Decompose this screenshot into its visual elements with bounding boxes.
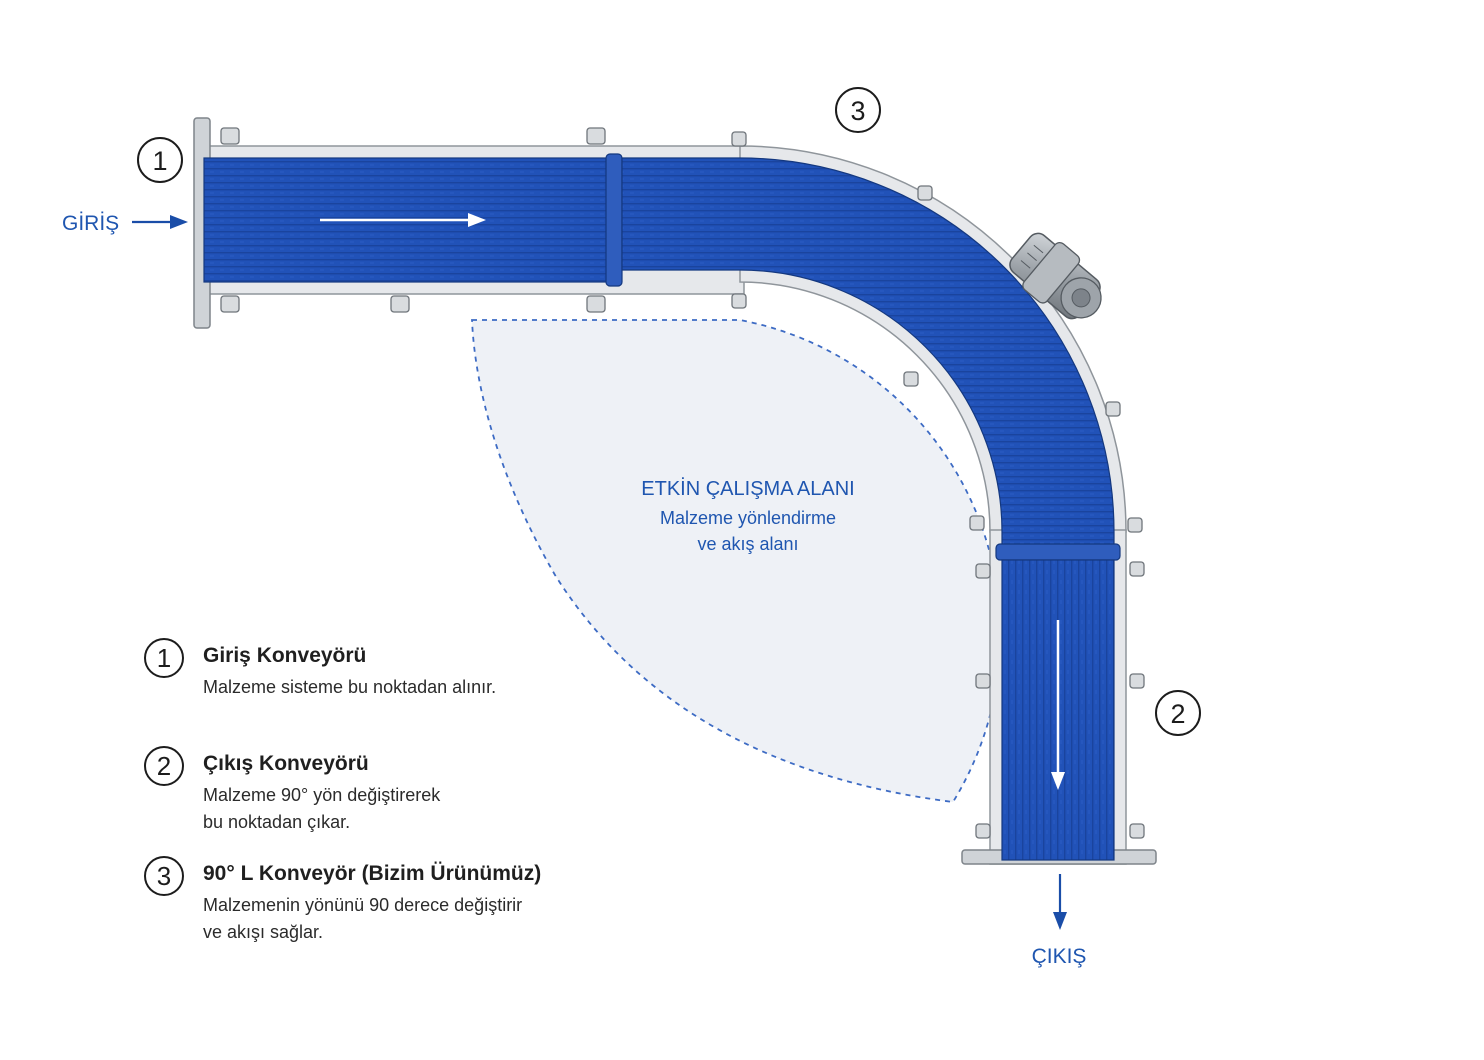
legend-description: Malzeme 90° yön değiştirerek bu noktadan… <box>203 785 441 832</box>
legend-description: Malzemenin yönünü 90 derece değiştirir v… <box>203 895 523 942</box>
flow-arrow-icon <box>320 213 1065 790</box>
input-arrow-icon <box>132 215 188 229</box>
legend-number-badge: 3 <box>144 856 184 896</box>
mount-brackets <box>220 127 1145 839</box>
marker-2-number: 2 <box>1170 699 1185 729</box>
inlet-belt-joint <box>605 153 623 287</box>
work-area-line2: ve akış alanı <box>697 534 798 554</box>
marker-1: 1 <box>137 137 183 183</box>
legend-number-badge: 2 <box>144 746 184 786</box>
output-label: ÇIKIŞ <box>1032 945 1087 968</box>
outlet-belt-joint <box>995 543 1121 561</box>
legend-number-badge: 1 <box>144 638 184 678</box>
output-arrow-icon <box>1053 874 1067 930</box>
marker-1-number: 1 <box>152 146 167 176</box>
legend-title: Giriş Konveyörü <box>203 644 367 667</box>
legend-item-l-conveyor: 3 90° L Konveyör (Bizim Ürünümüz) Malzem… <box>140 854 600 962</box>
work-area-title: ETKİN ÇALIŞMA ALANI <box>641 477 854 500</box>
legend-title: 90° L Konveyör (Bizim Ürünümüz) <box>203 862 542 885</box>
legend-item-inlet: 1 Giriş Konveyörü Malzeme sisteme bu nok… <box>140 636 600 744</box>
input-label: GİRİŞ <box>62 212 119 235</box>
work-area-line1: Malzeme yönlendirme <box>660 508 836 528</box>
legend-title: Çıkış Konveyörü <box>203 752 369 775</box>
curve-belt <box>621 157 1115 547</box>
marker-2: 2 <box>1155 690 1201 736</box>
legend-item-outlet: 2 Çıkış Konveyörü Malzeme 90° yön değişt… <box>140 744 600 854</box>
marker-3: 3 <box>835 87 881 133</box>
motor-icon <box>1009 232 1102 320</box>
legend-description: Malzeme sisteme bu noktadan alınır. <box>203 677 497 697</box>
marker-3-number: 3 <box>850 96 865 126</box>
legend: 1 Giriş Konveyörü Malzeme sisteme bu nok… <box>140 636 600 962</box>
work-area-region <box>471 319 1002 803</box>
